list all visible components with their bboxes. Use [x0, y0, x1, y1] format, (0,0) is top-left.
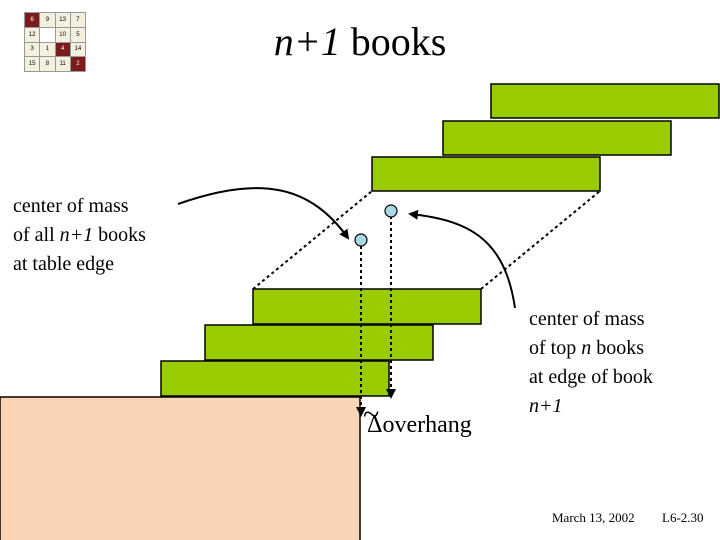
dotted-line-left	[252, 190, 373, 290]
book-bottom-2	[204, 324, 434, 361]
overhang-label: ~Δoverhang	[363, 398, 472, 439]
book-top-2	[442, 120, 672, 156]
logo-grid-cell: 13	[55, 13, 70, 27]
label-com-all-post: books	[93, 224, 146, 246]
label-com-top-pre: of top	[529, 337, 582, 359]
logo-grid-cell: 2	[70, 57, 85, 71]
overhang-word: overhang	[382, 412, 472, 438]
logo-grid-cell: 12	[25, 27, 40, 42]
label-com-top-post: books	[591, 337, 645, 359]
label-com-all: center of mass of all n+1 books at table…	[13, 192, 183, 279]
logo-grid-cell: 10	[55, 27, 70, 42]
com-all-marker	[354, 233, 368, 247]
book-bottom-3	[252, 288, 482, 325]
label-com-all-pre: of all	[13, 224, 60, 246]
overhang-delta: Δ	[367, 412, 383, 438]
logo-grid-cell: 7	[70, 13, 85, 27]
book-bottom-1	[160, 360, 390, 397]
logo-grid-cell: 9	[40, 13, 55, 27]
label-com-all-it: n+1	[59, 224, 94, 246]
logo-grid-cell: 8	[40, 57, 55, 71]
label-com-all-line2: of all n+1 books	[13, 221, 183, 250]
logo-grid-cell: 11	[55, 57, 70, 71]
label-com-top-line3: at edge of book	[529, 366, 653, 388]
arrow-com-top	[408, 209, 516, 309]
label-com-top-line4: n+1	[529, 392, 699, 421]
footer-slide-id: L6-2.30	[662, 510, 704, 525]
dotted-line-right	[480, 190, 601, 290]
logo-grid-cell: 14	[70, 42, 85, 57]
label-com-top-line4-it: n+1	[529, 395, 563, 417]
com-top-marker	[384, 204, 398, 218]
logo-grid-cell: 15	[25, 57, 40, 71]
title-word: books	[350, 19, 447, 64]
logo-grid-cell: 5	[70, 27, 85, 42]
logo-grid-cell	[40, 27, 55, 42]
label-com-top-it: n	[581, 337, 592, 359]
table	[0, 396, 361, 540]
arrow-com-all	[177, 187, 350, 240]
label-com-all-line1: center of mass	[13, 195, 129, 217]
book-top-1	[371, 156, 601, 192]
label-com-top-line1: center of mass	[529, 308, 645, 330]
footer-date: March 13, 2002	[552, 510, 635, 525]
title-expr: n+1	[273, 19, 341, 64]
logo-grid-cell: 4	[55, 42, 70, 57]
label-com-all-line3: at table edge	[13, 253, 115, 275]
overhang-tilde: ~	[363, 398, 380, 431]
label-com-top-line2: of top n books	[529, 334, 699, 363]
label-com-top: center of mass of top n books at edge of…	[529, 305, 699, 421]
logo-grid-cell: 3	[25, 42, 40, 57]
logo-grid-cell: 6	[25, 13, 40, 27]
logo-grid-cell: 1	[40, 42, 55, 57]
book-top-3	[490, 83, 720, 119]
slide-title: n+1 books	[200, 20, 520, 64]
